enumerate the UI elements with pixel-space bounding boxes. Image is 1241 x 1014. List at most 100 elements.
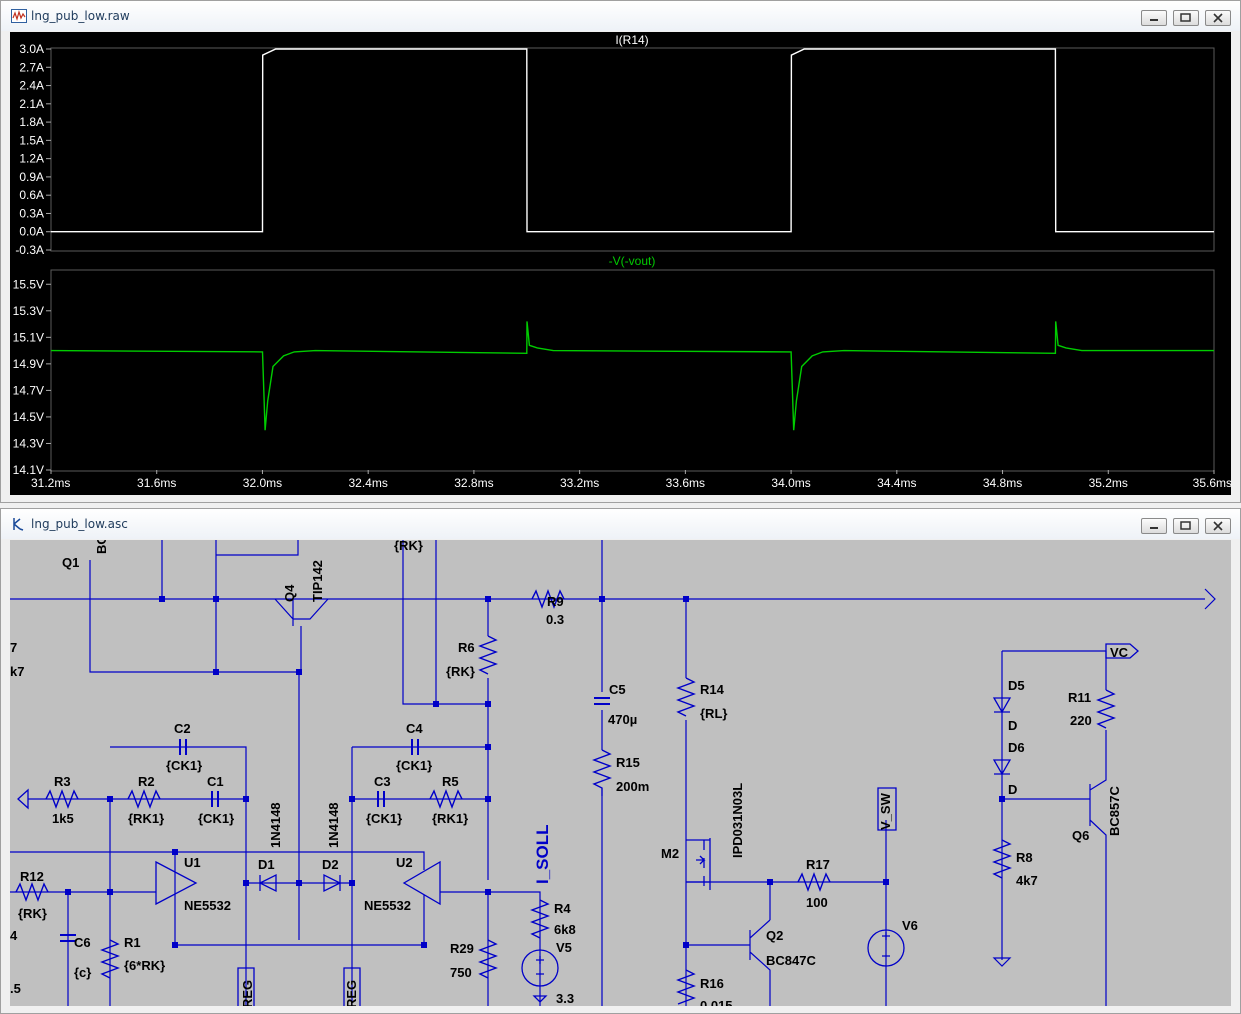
component-label: {c} — [74, 965, 91, 980]
y-tick-label: 15.1V — [13, 330, 44, 344]
y-tick-label: 14.3V — [13, 436, 44, 450]
component-label: {RK} — [446, 664, 475, 679]
component-label: 1N4148 — [326, 802, 341, 848]
component-label: 4k7 — [1016, 873, 1038, 888]
x-tick-label: 33.6ms — [666, 476, 705, 490]
restore-icon — [1180, 521, 1191, 530]
component-label: D2 — [322, 857, 339, 872]
voltage-source-v6 — [867, 929, 905, 967]
plot-canvas[interactable]: I(R14) 3.0A2.7A2.4A2.1A1.8A1.5A1.2A0.9A0… — [10, 32, 1233, 497]
current-trace[interactable] — [51, 48, 1214, 233]
capacitor-c5 — [594, 697, 610, 705]
component-label: 0.015 — [700, 998, 733, 1006]
voltage-trace[interactable] — [50, 321, 1214, 431]
component-label: R14 — [700, 682, 725, 697]
component-label: R6 — [458, 640, 475, 655]
component-label: BC857C — [1107, 786, 1122, 836]
x-tick-label: 34.8ms — [983, 476, 1022, 490]
y-tick-label: 1.8A — [19, 115, 44, 129]
component-label: REG — [240, 980, 255, 1006]
x-tick-label: 31.2ms — [31, 476, 70, 490]
component-label: {RK1} — [128, 811, 164, 826]
component-label: 3.3 — [556, 991, 574, 1006]
opamp-u1 — [155, 860, 198, 906]
ports — [17, 643, 1139, 1006]
pane1-title: I(R14) — [615, 33, 648, 47]
maximize-button[interactable] — [1173, 518, 1199, 534]
component-label: D5 — [1008, 678, 1025, 693]
resistor-r16 — [676, 969, 696, 1005]
port-v-sw — [877, 787, 897, 831]
minimize-icon — [1150, 527, 1158, 529]
component-label: 0.3 — [546, 612, 564, 627]
y-tick-label: 14.5V — [13, 410, 44, 424]
y-tick-label: 15.5V — [13, 277, 44, 291]
y-tick-label: -0.3A — [15, 243, 44, 257]
component-label: R12 — [20, 869, 44, 884]
x-tick-label: 33.2ms — [560, 476, 599, 490]
component-label: V5 — [556, 940, 572, 955]
resistor-r9 — [531, 589, 565, 609]
component-label: V6 — [902, 918, 918, 933]
waveform-titlebar[interactable]: lng_pub_low.raw — [1, 1, 1240, 31]
close-button[interactable] — [1205, 10, 1231, 26]
minimize-icon — [1150, 19, 1158, 21]
component-label: 1k5 — [52, 811, 74, 826]
component-label: {RL} — [700, 706, 727, 721]
component-label: Q4 — [282, 584, 297, 602]
x-tick-label: 31.6ms — [137, 476, 176, 490]
component-label: C6 — [74, 935, 91, 950]
resistor-r1 — [100, 939, 120, 979]
schematic-window-title: lng_pub_low.asc — [31, 517, 128, 531]
component-label: R2 — [138, 774, 155, 789]
schematic-titlebar[interactable]: lng_pub_low.asc — [1, 509, 1240, 539]
resistor-r8 — [992, 839, 1012, 879]
minimize-button[interactable] — [1141, 10, 1167, 26]
component-label: {RK} — [394, 540, 423, 553]
close-button[interactable] — [1205, 518, 1231, 534]
component-label: R3 — [54, 774, 71, 789]
port-left — [17, 788, 29, 810]
maximize-button[interactable] — [1173, 10, 1199, 26]
component-label: NE5532 — [364, 898, 411, 913]
pane1-frame — [50, 47, 1215, 252]
component-label: k7 — [10, 664, 24, 679]
resistor-r29 — [478, 939, 498, 979]
component-label: V_SW — [878, 792, 893, 830]
resistor-r17 — [797, 872, 831, 892]
component-label: M2 — [661, 846, 679, 861]
component-label: C3 — [374, 774, 391, 789]
y-tick-label: 14.1V — [13, 463, 44, 477]
diode-d6 — [992, 759, 1012, 776]
y-tick-label: 15.3V — [13, 304, 44, 318]
pane2-frame — [50, 269, 1215, 472]
component-label: IPD031N03L — [730, 783, 745, 858]
x-tick-label: 35.6ms — [1193, 476, 1232, 490]
component-label: NE5532 — [184, 898, 231, 913]
port-reg-2 — [343, 967, 361, 1006]
component-label: Q2 — [766, 928, 783, 943]
restore-icon — [1180, 13, 1191, 22]
schematic-editor-icon — [13, 518, 24, 531]
y-tick-label: 14.9V — [13, 357, 44, 371]
component-label: Q6 — [1072, 828, 1089, 843]
component-label: {RK1} — [432, 811, 468, 826]
component-label: REG — [344, 980, 359, 1006]
component-label: R8 — [1016, 850, 1033, 865]
component-label: U1 — [184, 855, 201, 870]
component-label: .5 — [10, 981, 21, 996]
component-label: R15 — [616, 755, 640, 770]
component-label: VC — [1110, 645, 1129, 660]
capacitor-c1 — [211, 791, 219, 807]
pane2-title: -V(-vout) — [609, 254, 656, 268]
diode-d1 — [258, 873, 277, 893]
minimize-button[interactable] — [1141, 518, 1167, 534]
component-label: C4 — [406, 721, 423, 736]
component-label: D — [1008, 782, 1017, 797]
schematic-drawing[interactable]: Q1BC7k7Q4TIP142{RK}R90.3R6{RK}C5470µR152… — [10, 540, 1231, 1006]
port-reg-1 — [237, 967, 255, 1006]
